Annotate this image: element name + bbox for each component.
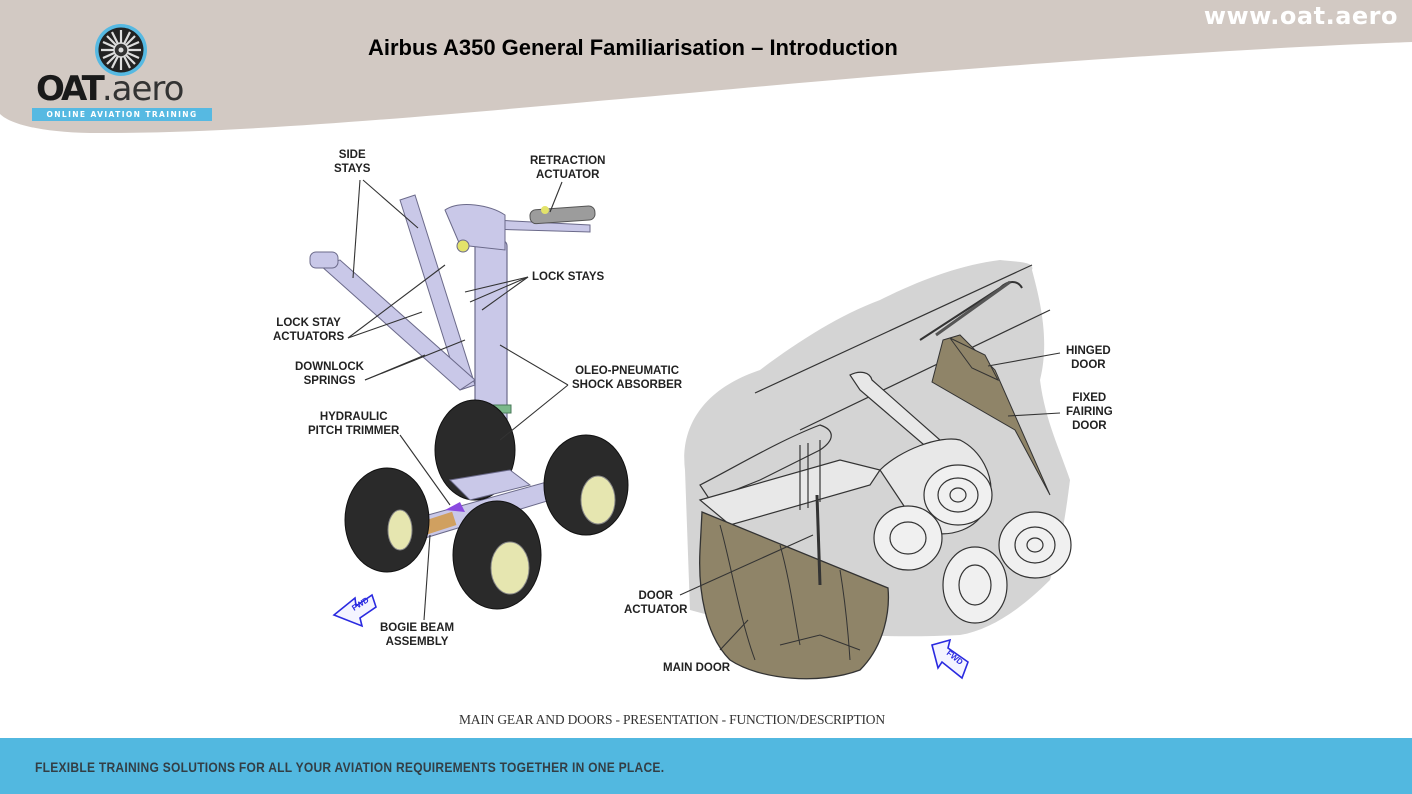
landing-gear-drawing bbox=[309, 194, 629, 610]
main-gear-figure: FWD FWD SIDE STAYS RETRACTION ACTUATOR L… bbox=[260, 140, 1160, 700]
callout-leader-lines bbox=[347, 179, 1061, 651]
callout-fixed-fairing-door: FIXED FAIRING DOOR bbox=[1066, 392, 1113, 432]
header-band bbox=[0, 0, 1412, 134]
callout-hydraulic-pitch-trimmer: HYDRAULIC PITCH TRIMMER bbox=[308, 411, 400, 437]
callout-door-actuator: DOOR ACTUATOR bbox=[624, 590, 688, 616]
callout-lock-stay-actuators: LOCK STAY ACTUATORS bbox=[273, 317, 345, 343]
turbine-fan-icon bbox=[95, 24, 147, 76]
logo-wordmark: OAT.aero bbox=[36, 69, 185, 109]
callout-retraction-actuator: RETRACTION ACTUATOR bbox=[530, 155, 606, 181]
hinged-door bbox=[949, 337, 1000, 382]
main-door bbox=[699, 511, 890, 680]
figure-illustration: FWD FWD bbox=[309, 179, 1072, 680]
fixed-fairing-door bbox=[931, 334, 1051, 496]
logo-wordmark-bold: OAT bbox=[36, 69, 105, 109]
logo-wordmark-light: .aero bbox=[101, 69, 185, 109]
callout-oleo-pneumatic-shock-absorber: OLEO-PNEUMATIC SHOCK ABSORBER bbox=[572, 365, 683, 391]
page-title: Airbus A350 General Familiarisation – In… bbox=[368, 35, 898, 60]
callout-lock-stays: LOCK STAYS bbox=[532, 271, 605, 283]
logo-tagline: ONLINE AVIATION TRAINING bbox=[32, 108, 212, 121]
footer-slogan: FLEXIBLE TRAINING SOLUTIONS FOR ALL YOUR… bbox=[35, 759, 665, 775]
figure-caption: MAIN GEAR AND DOORS - PRESENTATION - FUN… bbox=[459, 712, 885, 727]
footer-band: FLEXIBLE TRAINING SOLUTIONS FOR ALL YOUR… bbox=[0, 738, 1412, 794]
fwd-arrow-left bbox=[332, 593, 377, 628]
callout-side-stays: SIDE STAYS bbox=[334, 149, 371, 175]
fwd-arrow-right bbox=[931, 638, 969, 680]
oat-aero-logo[interactable]: OAT.aero ONLINE AVIATION TRAINING bbox=[30, 22, 215, 126]
callout-downlock-springs: DOWNLOCK SPRINGS bbox=[295, 361, 364, 387]
gear-bay-drawing bbox=[684, 260, 1072, 680]
site-url[interactable]: www.oat.aero bbox=[1203, 2, 1398, 30]
callout-bogie-beam-assembly: BOGIE BEAM ASSEMBLY bbox=[380, 622, 455, 648]
callout-main-door: MAIN DOOR bbox=[663, 662, 731, 674]
callout-hinged-door: HINGED DOOR bbox=[1066, 345, 1111, 371]
